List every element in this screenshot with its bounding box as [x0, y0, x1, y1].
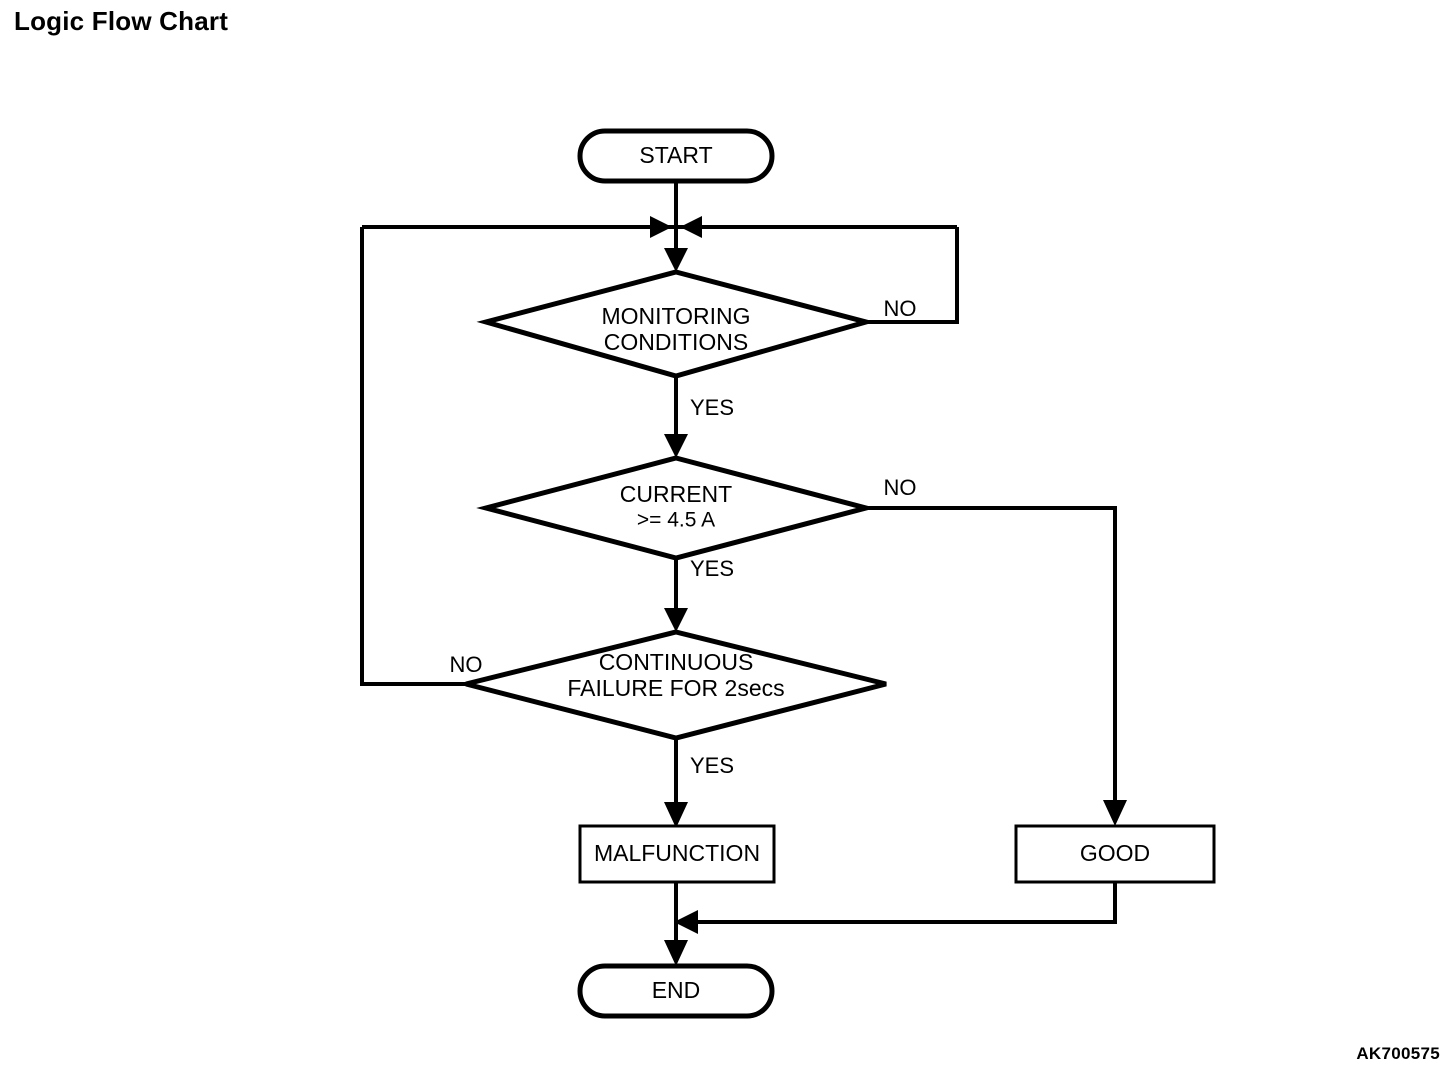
arrowhead-left-loop-into-junction [650, 216, 672, 238]
edge-label-continuous-yes: YES [690, 753, 734, 778]
reference-code: AK700575 [1356, 1044, 1440, 1063]
node-start[interactable]: START [577, 128, 775, 184]
node-good-label: GOOD [1080, 840, 1150, 866]
arrowhead-into-continuous [664, 608, 688, 632]
edge-current-no-to-good [866, 506, 1117, 818]
arrowhead-into-malfunction [664, 802, 688, 828]
arrowhead-into-current [664, 434, 688, 458]
node-monitoring-label-line1: MONITORING [601, 303, 750, 329]
edge-good-to-end [680, 882, 1117, 924]
arrowhead-into-end [664, 940, 688, 966]
arrowhead-into-monitoring [664, 248, 688, 272]
node-continuous-label-line2: FAILURE FOR 2secs [567, 675, 784, 701]
edge-label-current-no: NO [884, 475, 917, 500]
page-title: Logic Flow Chart [14, 6, 229, 36]
node-continuous-label-line1: CONTINUOUS [599, 649, 754, 675]
node-continuous-failure[interactable]: CONTINUOUS FAILURE FOR 2secs [465, 629, 887, 741]
edge-continuous-no-loopback [360, 227, 476, 686]
node-monitoring-conditions[interactable]: MONITORING CONDITIONS [476, 269, 876, 379]
arrowhead-into-good [1103, 800, 1127, 826]
edge-monitoring-no-loopback [866, 227, 959, 324]
node-current-label-line2: >= 4.5 A [637, 509, 715, 532]
edge-label-current-yes: YES [690, 556, 734, 581]
node-current[interactable]: CURRENT >= 4.5 A [476, 455, 876, 561]
node-current-label-line1: CURRENT [620, 481, 732, 507]
node-start-label: START [639, 142, 712, 168]
node-malfunction[interactable]: MALFUNCTION [578, 824, 776, 884]
node-end[interactable]: END [577, 963, 775, 1019]
node-good[interactable]: GOOD [1014, 824, 1216, 884]
node-malfunction-label: MALFUNCTION [594, 840, 760, 866]
arrowhead-right-loop-into-junction [680, 216, 702, 238]
edge-label-monitoring-yes: YES [690, 395, 734, 420]
edge-label-continuous-no: NO [450, 652, 483, 677]
node-end-label: END [652, 977, 701, 1003]
arrowhead-good-join-end-line [674, 910, 698, 934]
node-monitoring-label-line2: CONDITIONS [604, 329, 748, 355]
edge-label-monitoring-no: NO [884, 296, 917, 321]
